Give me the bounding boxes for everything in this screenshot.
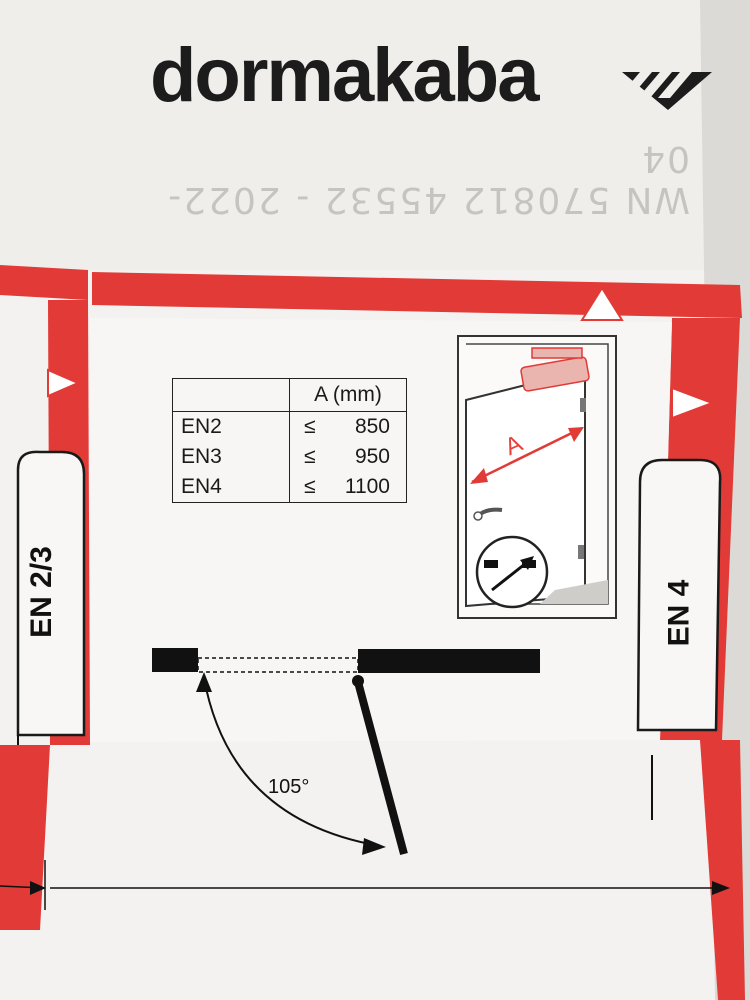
- spec-row-class: EN4: [172, 472, 290, 503]
- en-left-label: EN 2/3: [24, 546, 58, 638]
- plan-view: [152, 648, 540, 856]
- en-right-label: EN 4: [662, 579, 696, 647]
- table-row: EN4 ≤ 1100: [172, 472, 407, 503]
- bottom-dimension-line: [0, 860, 730, 910]
- spec-header-class: [172, 378, 290, 412]
- spec-row-value: 1100: [330, 472, 407, 503]
- paper-header: [0, 0, 750, 270]
- spec-row-operator: ≤: [289, 411, 330, 442]
- spec-row-operator: ≤: [289, 442, 330, 472]
- en-right-box: [636, 458, 722, 732]
- spec-row-class: EN3: [172, 442, 290, 472]
- spec-table: A (mm) EN2 ≤ 850 EN3 ≤ 950 EN4 ≤ 1100: [172, 378, 407, 503]
- en-left-box: [16, 450, 86, 737]
- opening-angle-label: 105°: [268, 776, 310, 798]
- table-row: EN2 ≤ 850: [172, 411, 407, 442]
- dormakaba-logo-mark: [618, 72, 712, 110]
- triangle-marker-left: [47, 368, 81, 398]
- brand-logo-text: dormakaba: [150, 33, 539, 118]
- mirrored-document-code: WN 570812 45532 - 2022-04: [166, 138, 690, 220]
- red-band-right-lower: [700, 740, 745, 1000]
- spec-row-class: EN2: [172, 411, 290, 442]
- triangle-marker-right: [671, 386, 715, 420]
- red-band-left-lower: [0, 745, 50, 930]
- spec-row-value: 850: [330, 411, 407, 442]
- table-row: EN3 ≤ 950: [172, 442, 407, 472]
- red-band-top: [92, 272, 742, 318]
- triangle-marker-top: [580, 286, 624, 321]
- spec-table-header: A (mm): [172, 378, 407, 412]
- spec-row-value: 950: [330, 442, 407, 472]
- door-illustration: [457, 335, 617, 619]
- spec-header-a: A (mm): [289, 378, 407, 412]
- red-band-top-left: [0, 265, 88, 300]
- spec-row-operator: ≤: [289, 472, 330, 503]
